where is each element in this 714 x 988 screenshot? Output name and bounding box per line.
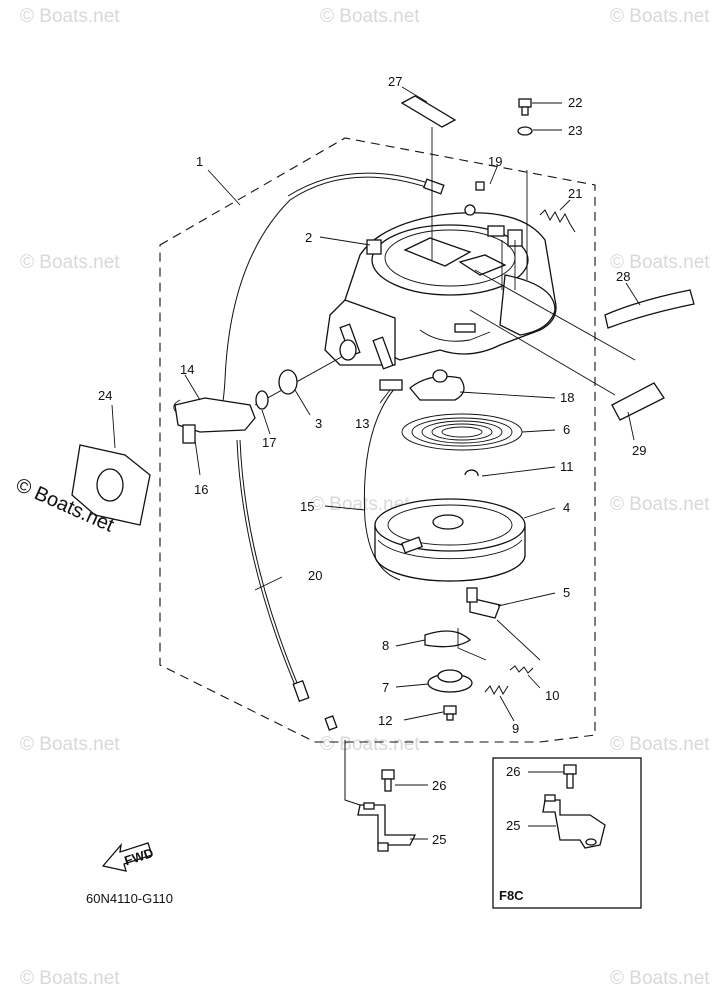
- spiral-spring: [401, 413, 523, 451]
- callout-20: 20: [308, 568, 322, 583]
- watermark: © Boats.net: [320, 734, 420, 755]
- callout-15: 15: [300, 499, 314, 514]
- drive-plate: [427, 669, 473, 693]
- watermark: © Boats.net: [20, 968, 120, 988]
- sheave-drum: [374, 498, 526, 582]
- inset-callout-25: 25: [506, 818, 520, 833]
- callout-12: 12: [378, 713, 392, 728]
- watermark: © Boats.net: [610, 494, 710, 515]
- callout-4: 4: [563, 500, 570, 515]
- watermark: © Boats.net: [610, 734, 710, 755]
- callout-29: 29: [632, 443, 646, 458]
- wire: [363, 379, 403, 581]
- watermark: © Boats.net: [610, 968, 710, 988]
- label-27: [400, 95, 457, 128]
- callout-11: 11: [560, 459, 574, 474]
- starter-housing: [324, 212, 557, 370]
- pawl: [409, 375, 465, 401]
- friction-plate: [424, 630, 472, 648]
- inset-callout-26: 26: [506, 764, 520, 779]
- label-29: [611, 382, 665, 421]
- bracket: [357, 802, 417, 852]
- assembly-boundary: [159, 137, 596, 743]
- fwd-arrow: FWD: [101, 842, 155, 872]
- callout-22: 22: [568, 95, 582, 110]
- circlip: [464, 469, 479, 477]
- drive-pawl: [469, 597, 501, 619]
- callout-21: 21: [568, 186, 582, 201]
- bolt-26: [381, 769, 395, 792]
- grommet: [71, 444, 151, 526]
- watermark: © Boats.net: [20, 6, 120, 27]
- callout-13: 13: [355, 416, 369, 431]
- watermark: © Boats.net: [310, 494, 410, 515]
- callout-5: 5: [563, 585, 570, 600]
- callout-6: 6: [563, 422, 570, 437]
- callout-9: 9: [512, 721, 519, 736]
- watermark: © Boats.net: [610, 252, 710, 273]
- starter-lever: [173, 339, 357, 444]
- bolt: [443, 705, 457, 721]
- callout-10: 10: [545, 688, 559, 703]
- callout-14: 14: [180, 362, 194, 377]
- bolt-22: [518, 98, 532, 116]
- inset-label: F8C: [499, 888, 524, 903]
- callout-19: 19: [488, 154, 502, 169]
- diagram-code: 60N4110-G110: [86, 891, 173, 906]
- spring-21: [539, 209, 576, 233]
- callout-18: 18: [560, 390, 574, 405]
- callout-24: 24: [98, 388, 112, 403]
- watermark: © Boats.net: [610, 6, 710, 27]
- label-28: [604, 289, 695, 329]
- return-spring: [509, 665, 534, 674]
- inset-f8c: F8C 26 25: [492, 757, 642, 909]
- callout-28: 28: [616, 269, 630, 284]
- callout-3: 3: [315, 416, 322, 431]
- callout-2: 2: [305, 230, 312, 245]
- callout-27: 27: [388, 74, 402, 89]
- leader-lines: [111, 86, 641, 840]
- watermark: © Boats.net: [20, 252, 120, 273]
- washer: [517, 126, 533, 136]
- spring: [484, 684, 509, 696]
- throttle-cable: [236, 439, 338, 731]
- callout-8: 8: [382, 638, 389, 653]
- bolt-19: [475, 181, 485, 191]
- callout-16: 16: [194, 482, 208, 497]
- watermark: © Boats.net: [20, 734, 120, 755]
- callouts: 1 2 3 4 5 6 7 8 9 10 11 12 13 14 15 16 1…: [98, 74, 646, 847]
- callout-7: 7: [382, 680, 389, 695]
- callout-25: 25: [432, 832, 446, 847]
- callout-1: 1: [196, 154, 203, 169]
- callout-26: 26: [432, 778, 446, 793]
- fwd-label: FWD: [122, 845, 155, 868]
- watermark: © Boats.net: [320, 6, 420, 27]
- watermarks: © Boats.net © Boats.net © Boats.net © Bo…: [20, 6, 710, 988]
- callout-17: 17: [262, 435, 276, 450]
- callout-23: 23: [568, 123, 582, 138]
